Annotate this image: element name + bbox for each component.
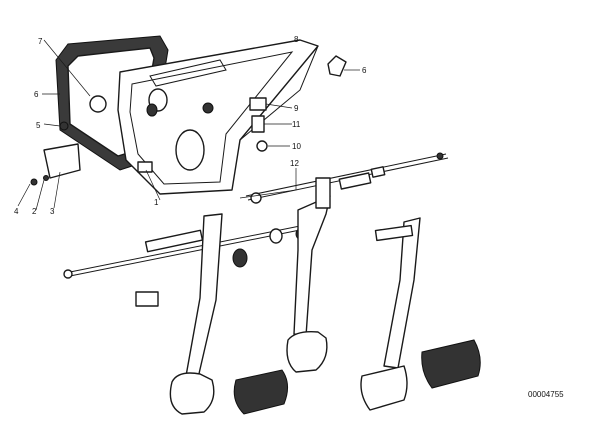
callout-5: 5 [36,121,41,130]
callout-3: 3 [50,207,55,216]
bracket-hardware [30,55,347,186]
callout-7: 7 [38,37,43,46]
callout-6-right: 6 [362,66,367,75]
callout-11: 11 [292,120,301,129]
callout-8: 8 [294,35,299,44]
callout-4: 4 [14,207,19,216]
document-number: 00004755 [528,390,564,399]
callout-labels: 7 6 5 4 2 3 1 6 9 11 10 12 8 [14,35,367,216]
callout-12: 12 [290,159,299,168]
pedal-bracket [117,39,319,195]
leader-lines [17,39,360,211]
brake-pedal [286,177,331,373]
callout-2: 2 [32,207,37,216]
callout-9: 9 [294,104,299,113]
clutch-pedal [169,213,288,415]
callout-10: 10 [292,142,301,151]
pivot-shaft-upper [245,152,449,204]
callout-1: 1 [154,198,159,207]
accelerator-pedal [360,217,481,411]
pivot-shaft-lower [63,225,305,307]
callout-6-left: 6 [34,90,39,99]
